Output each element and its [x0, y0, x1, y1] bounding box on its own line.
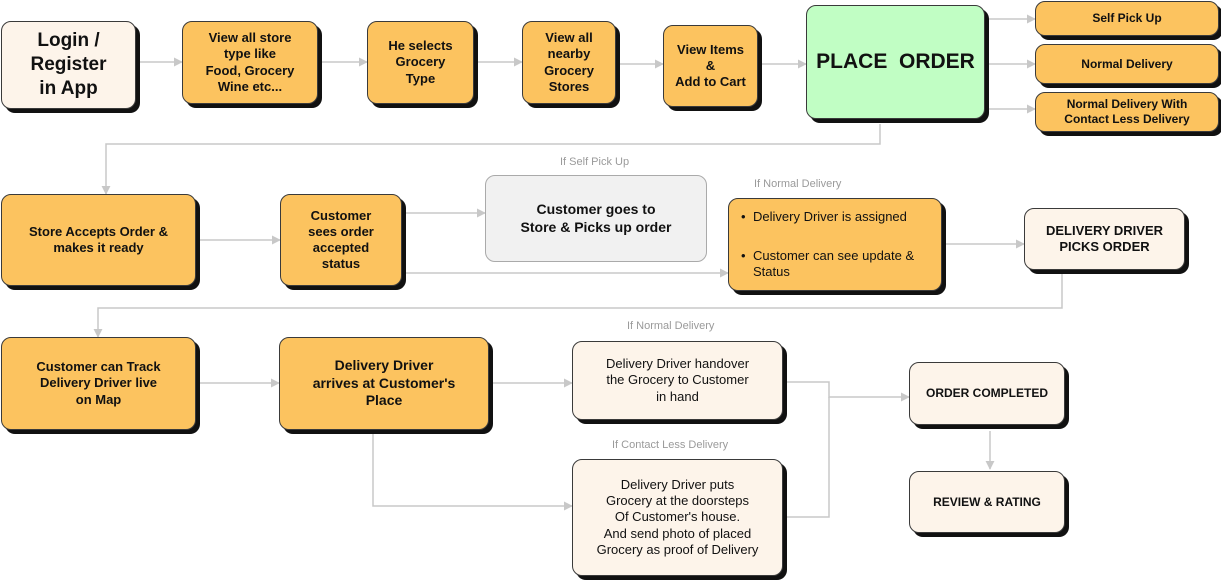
normal-delivery-node: Normal Delivery [1035, 44, 1219, 84]
condition-normal-delivery: If Normal Delivery [754, 178, 842, 190]
status-update-item: Customer can see update & Status [741, 248, 929, 281]
edge-driverpicks-track [93, 272, 1063, 338]
review-rating-node: REVIEW & RATING [909, 471, 1065, 533]
edge-handover-completed [783, 381, 910, 402]
store-accepts-node: Store Accepts Order & makes it ready [1, 194, 196, 286]
driver-picks-order-node: DELIVERY DRIVER PICKS ORDER [1024, 208, 1185, 270]
customer-picks-up-node: Customer goes to Store & Picks up order [485, 175, 707, 262]
condition-contactless: If Contact Less Delivery [612, 439, 729, 451]
contactless-delivery-node: Normal Delivery With Contact Less Delive… [1035, 92, 1219, 132]
track-driver-node: Customer can Track Delivery Driver live … [1, 337, 196, 430]
edge-doorstep-completed [783, 397, 830, 518]
driver-arrives-node: Delivery Driver arrives at Customer's Pl… [279, 337, 489, 430]
doorstep-node: Delivery Driver puts Grocery at the door… [572, 459, 783, 576]
driver-assigned-node: Delivery Driver is assigned Customer can… [728, 198, 942, 291]
driver-assigned-item: Delivery Driver is assigned [741, 209, 929, 226]
login-register-node: Login / Register in App [1, 21, 136, 109]
handover-node: Delivery Driver handover the Grocery to … [572, 341, 783, 420]
add-to-cart-node: View Items & Add to Cart [663, 25, 758, 107]
order-completed-node: ORDER COMPLETED [909, 362, 1065, 425]
driver-assigned-list: Delivery Driver is assigned Customer can… [729, 190, 941, 300]
place-order-node: PLACE ORDER [806, 5, 985, 119]
customer-sees-status-node: Customer sees order accepted status [280, 194, 402, 286]
condition-normal-delivery-2: If Normal Delivery [627, 320, 715, 332]
selects-grocery-node: He selects Grocery Type [367, 21, 474, 104]
edge-arrives-doorstep [372, 430, 573, 511]
view-store-types-node: View all store type like Food, Grocery W… [182, 21, 318, 104]
condition-self-pickup: If Self Pick Up [560, 156, 630, 168]
nearby-stores-node: View all nearby Grocery Stores [522, 21, 616, 104]
edge-place-storeaccepts [101, 124, 881, 195]
self-pickup-node: Self Pick Up [1035, 1, 1219, 36]
